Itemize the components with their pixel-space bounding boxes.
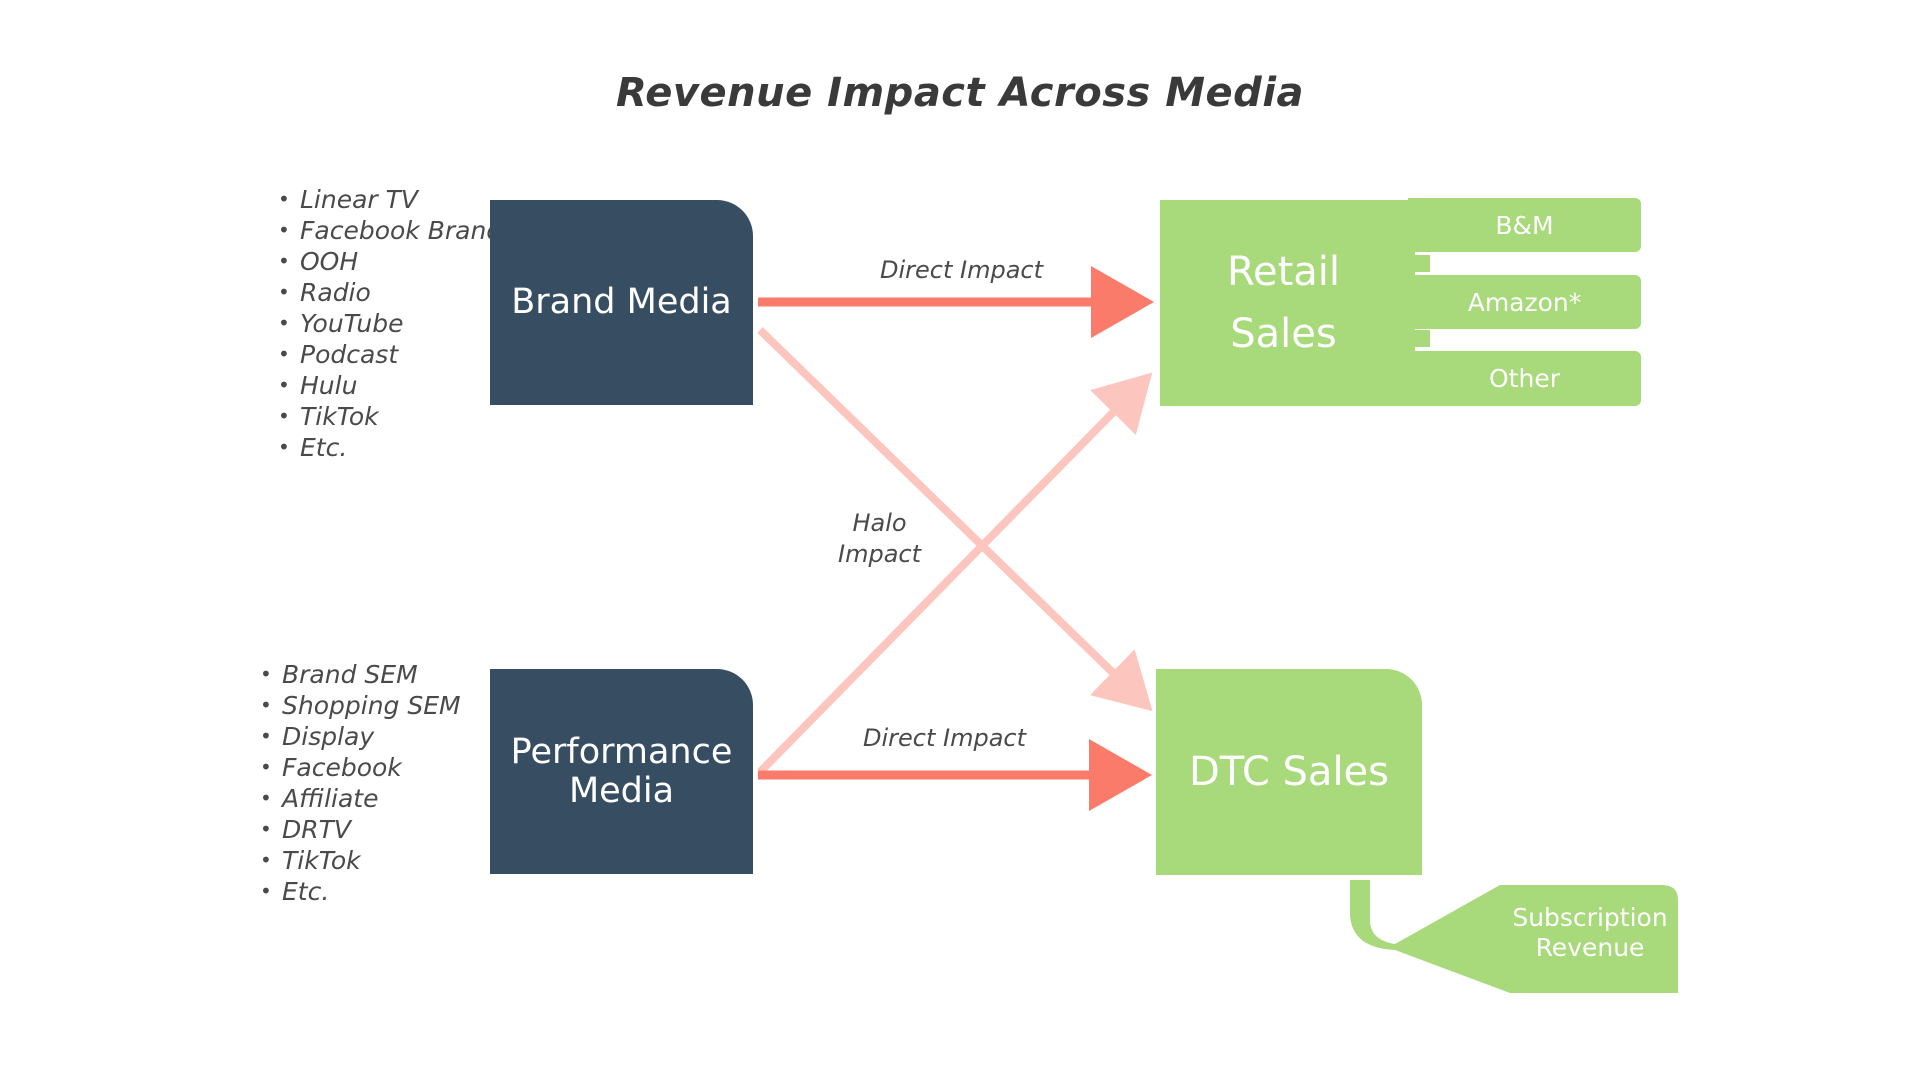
retail-sales-label-line2: Sales — [1230, 311, 1337, 357]
halo-impact-label: Halo Impact — [838, 508, 921, 570]
retail-subcategory-amazon: Amazon* — [1408, 275, 1641, 329]
dtc-sales-node: DTC Sales — [1156, 669, 1422, 875]
list-item: Podcast — [278, 339, 502, 370]
brand-media-label: Brand Media — [511, 282, 732, 322]
list-item: Affiliate — [260, 783, 461, 814]
subscription-revenue-line1: Subscription — [1512, 903, 1668, 932]
retail-subcategory-label: Other — [1489, 364, 1560, 393]
subscription-revenue-line2: Revenue — [1535, 933, 1645, 962]
list-item: Display — [260, 721, 461, 752]
halo-impact-line1: Halo — [852, 509, 907, 537]
list-item: Facebook Brand — [278, 215, 502, 246]
brand-media-node: Brand Media — [490, 200, 753, 405]
direct-impact-top-label: Direct Impact — [880, 256, 1044, 284]
list-item: Etc. — [278, 432, 502, 463]
brand-media-channel-list: Linear TV Facebook Brand OOH Radio YouTu… — [278, 184, 502, 463]
diagram-title: Revenue Impact Across Media — [615, 70, 1305, 116]
subscription-revenue-label: Subscription Revenue — [1490, 903, 1690, 963]
list-item: Brand SEM — [260, 659, 461, 690]
retail-subcategory-label: Amazon* — [1467, 287, 1582, 317]
list-item: Linear TV — [278, 184, 502, 215]
list-item: DRTV — [260, 814, 461, 845]
dtc-sales-label: DTC Sales — [1189, 749, 1389, 795]
list-item: Radio — [278, 277, 502, 308]
performance-media-node: Performance Media — [490, 669, 753, 874]
list-item: TikTok — [260, 845, 461, 876]
list-item: Shopping SEM — [260, 690, 461, 721]
retail-sales-label-line1: Retail — [1226, 249, 1341, 295]
retail-sales-node: Retail Sales — [1160, 200, 1407, 406]
performance-media-label-line1: Performance — [510, 731, 733, 772]
list-item: Hulu — [278, 370, 502, 401]
retail-subcategory-label: B&M — [1495, 210, 1554, 240]
halo-arrow-brand-to-dtc — [757, 327, 1153, 712]
list-item: Etc. — [260, 876, 461, 907]
list-item: TikTok — [278, 401, 502, 432]
subscription-revenue-shape — [1350, 880, 1678, 993]
list-item: Facebook — [260, 752, 461, 783]
retail-subcategory-other: Other — [1408, 351, 1641, 406]
halo-arrow-performance-to-retail — [757, 372, 1153, 775]
performance-media-label-line2: Media — [568, 770, 675, 811]
retail-subcategory-bm: B&M — [1408, 198, 1641, 252]
direct-impact-bottom-label: Direct Impact — [863, 724, 1027, 752]
list-item: YouTube — [278, 308, 502, 339]
list-item: OOH — [278, 246, 502, 277]
halo-impact-line2: Impact — [838, 540, 922, 568]
performance-media-channel-list: Brand SEM Shopping SEM Display Facebook … — [260, 659, 461, 907]
